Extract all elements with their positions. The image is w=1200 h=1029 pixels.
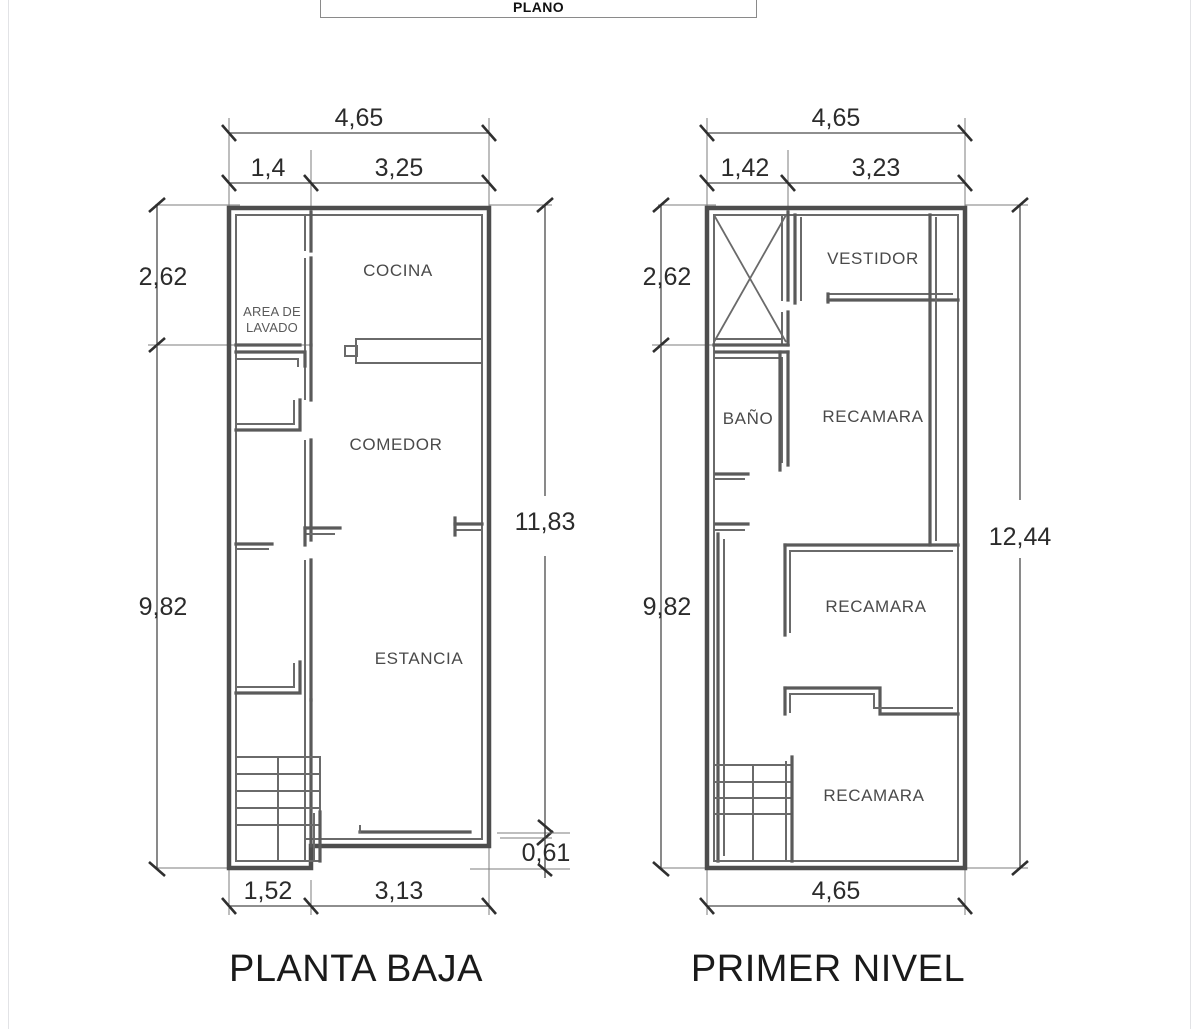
pn-dim-top-right-seg: 3,23 xyxy=(852,154,901,182)
pb-room-label-lavado-l1: AREA DE xyxy=(243,304,301,319)
pb-dim-bottom-right-seg: 3,13 xyxy=(375,877,424,905)
pb-dim-top-left-seg: 1,4 xyxy=(251,154,286,182)
pn-dim-left-upper: 2,62 xyxy=(643,263,692,291)
pn-bottom-dimensions: 4,65 xyxy=(699,868,973,915)
pb-dim-top-overall: 4,65 xyxy=(335,104,384,132)
plan-planta-baja: 4,65 1,4 3,25 2,62 9,82 xyxy=(139,104,576,990)
plan-primer-nivel: 4,65 1,42 3,23 2,62 9,82 xyxy=(643,104,1052,990)
pb-dim-left-upper: 2,62 xyxy=(139,263,188,291)
pb-left-dimensions: 2,62 9,82 xyxy=(139,197,310,877)
pn-dim-bottom-overall: 4,65 xyxy=(812,877,861,905)
pb-dim-top-right-seg: 3,25 xyxy=(375,154,424,182)
pb-dim-left-lower: 9,82 xyxy=(139,593,188,621)
pn-dim-left-lower: 9,82 xyxy=(643,593,692,621)
pn-room-label-recamara-3: RECAMARA xyxy=(823,786,924,805)
pb-bottom-dimensions: 1,52 3,13 xyxy=(221,846,497,915)
pn-stairs xyxy=(713,755,794,863)
pn-right-dimensions: 12,44 xyxy=(965,197,1052,876)
pn-top-dimensions: 4,65 1,42 3,23 xyxy=(699,104,973,212)
pb-plan-title: PLANTA BAJA xyxy=(229,948,483,990)
pn-room-label-recamara-2: RECAMARA xyxy=(825,597,926,616)
page-left-rule xyxy=(8,0,9,1029)
pn-left-dimensions: 2,62 9,82 xyxy=(643,197,790,877)
pb-room-label-comedor: COMEDOR xyxy=(350,435,443,454)
pn-room-label-vestidor: VESTIDOR xyxy=(827,249,919,268)
pb-offset-dimension: 0,61 xyxy=(470,819,571,878)
pn-interior-walls xyxy=(714,213,960,863)
pb-interior-walls xyxy=(234,210,484,848)
pb-top-dimensions: 4,65 1,4 3,25 xyxy=(221,104,497,212)
plano-title-label: PLANO xyxy=(513,0,564,15)
pn-plan-title: PRIMER NIVEL xyxy=(691,948,965,990)
pn-dim-top-overall: 4,65 xyxy=(812,104,861,132)
pn-dim-top-left-seg: 1,42 xyxy=(721,154,770,182)
pb-room-label-lavado-l2: LAVADO xyxy=(246,320,298,335)
pn-dim-right-overall: 12,44 xyxy=(989,523,1052,551)
pn-void-shaft xyxy=(712,210,790,347)
pb-dim-offset: 0,61 xyxy=(522,839,571,867)
pb-dim-bottom-left-seg: 1,52 xyxy=(244,877,293,905)
plano-title-box: PLANO xyxy=(320,0,757,18)
pb-room-label-estancia: ESTANCIA xyxy=(375,649,464,668)
pb-stairs xyxy=(235,756,322,863)
pb-dim-right-overall: 11,83 xyxy=(515,508,576,536)
pn-exterior-walls xyxy=(704,205,968,871)
pn-room-label-bano: BAÑO xyxy=(723,409,774,428)
page-right-rule xyxy=(1190,0,1191,1029)
pb-room-label-cocina: COCINA xyxy=(363,261,433,280)
pn-room-label-recamara-1: RECAMARA xyxy=(822,407,923,426)
pb-right-dimensions: 11,83 xyxy=(489,197,576,846)
pb-kitchen-counter xyxy=(344,338,483,364)
